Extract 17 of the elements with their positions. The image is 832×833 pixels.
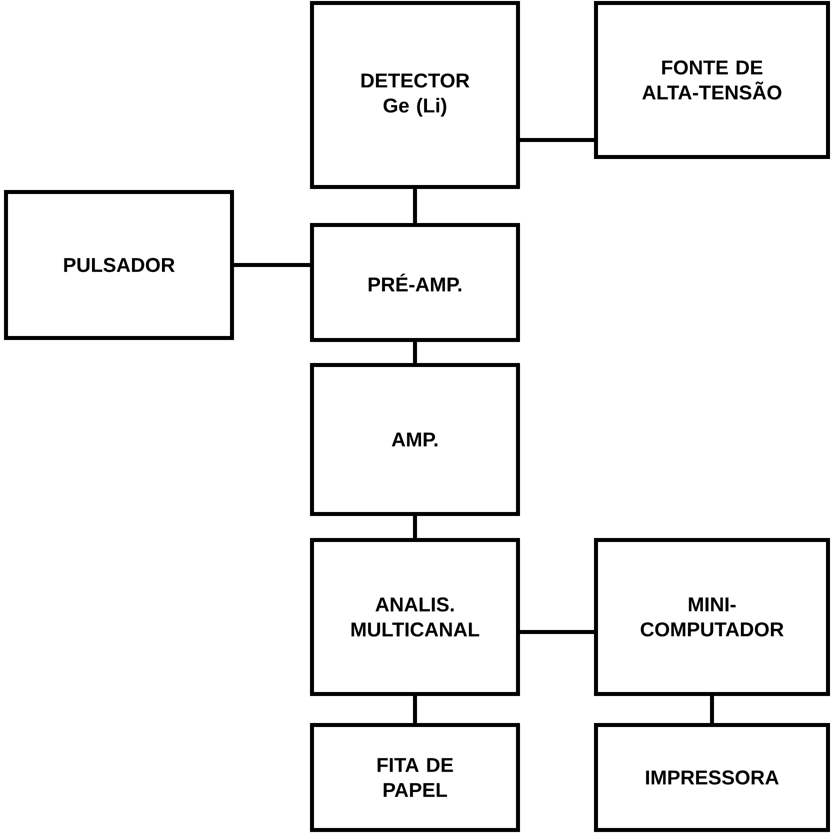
connector-line xyxy=(413,189,417,223)
connector-line xyxy=(520,630,594,634)
block-box: PULSADOR xyxy=(4,190,234,340)
block-box: MINI- COMPUTADOR xyxy=(594,538,830,696)
connector-line xyxy=(413,342,417,363)
block-box: FITA DE PAPEL xyxy=(310,723,520,832)
block-box: FONTE DE ALTA-TENSÃO xyxy=(594,1,830,159)
connector-line xyxy=(710,696,714,723)
connector-line xyxy=(413,516,417,538)
block-box: AMP. xyxy=(310,363,520,516)
block-box: IMPRESSORA xyxy=(594,723,830,832)
block-box: PRÉ-AMP. xyxy=(310,223,520,342)
connector-line xyxy=(520,138,594,142)
block-box: ANALIS. MULTICANAL xyxy=(310,538,520,696)
connector-line xyxy=(413,696,417,723)
block-box: DETECTOR Ge (Li) xyxy=(310,1,520,189)
connector-line xyxy=(234,263,310,267)
